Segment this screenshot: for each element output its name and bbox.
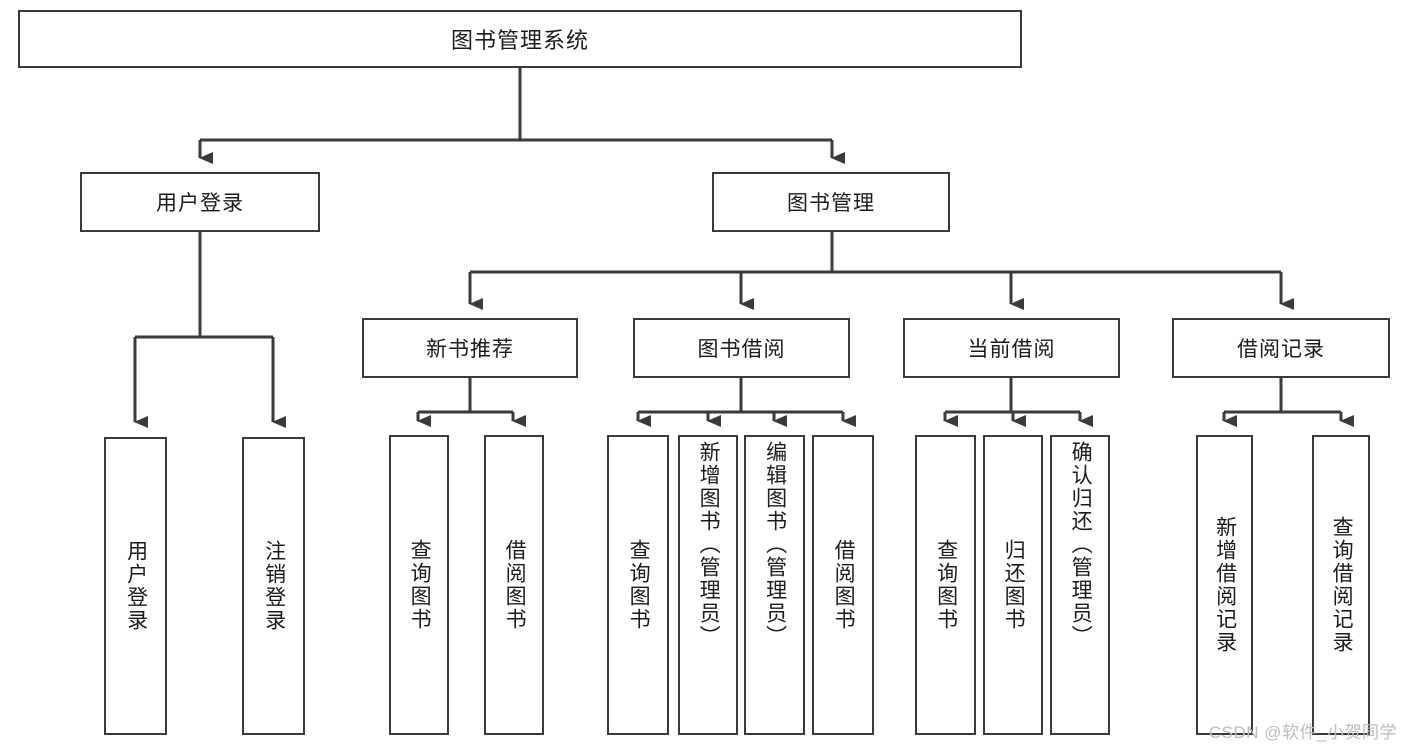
node-book-manage[interactable]: 图书管理 [712,172,950,232]
leaf-user-login[interactable]: 用户登录 [104,437,167,735]
leaf-cur-query-book[interactable]: 查询图书 [915,435,976,735]
leaf-confirm-return[interactable]: 确认归还（管理员） [1050,435,1110,735]
node-book-borrow-label: 图书借阅 [697,338,786,361]
node-book-borrow[interactable]: 图书借阅 [633,318,850,378]
leaf-borrow-query-book[interactable]: 查询图书 [607,435,669,735]
leaf-rec-borrow-book-label: 借阅图书 [503,539,527,631]
leaf-rec-query-book-label: 查询图书 [408,539,432,631]
leaf-add-record-label: 新增借阅记录 [1213,516,1237,654]
leaf-add-record[interactable]: 新增借阅记录 [1196,435,1253,735]
node-root-label: 图书管理系统 [450,28,589,53]
leaf-query-record-label: 查询借阅记录 [1330,516,1354,654]
node-borrow-record[interactable]: 借阅记录 [1172,318,1390,378]
leaf-borrow-query-book-label: 查询图书 [627,539,651,631]
leaf-logout-label: 注销登录 [262,540,286,632]
leaf-rec-query-book[interactable]: 查询图书 [389,435,449,735]
leaf-return-book[interactable]: 归还图书 [983,435,1043,735]
node-book-manage-label: 图书管理 [787,192,875,215]
node-new-book-rec[interactable]: 新书推荐 [362,318,578,378]
leaf-user-login-label: 用户登录 [124,540,148,632]
leaf-rec-borrow-book[interactable]: 借阅图书 [484,435,544,735]
leaf-logout[interactable]: 注销登录 [242,437,305,735]
node-user-login-label: 用户登录 [156,192,244,215]
leaf-confirm-return-label: 确认归还（管理员） [1069,441,1093,648]
leaf-cur-query-book-label: 查询图书 [934,539,958,631]
node-borrow-record-label: 借阅记录 [1237,338,1325,361]
leaf-add-book[interactable]: 新增图书（管理员） [678,435,738,735]
leaf-borrow-book[interactable]: 借阅图书 [812,435,874,735]
leaf-edit-book[interactable]: 编辑图书（管理员） [744,435,805,735]
node-new-book-rec-label: 新书推荐 [426,338,514,361]
node-root[interactable]: 图书管理系统 [18,10,1022,68]
leaf-borrow-book-label: 借阅图书 [832,539,856,631]
leaf-return-book-label: 归还图书 [1002,539,1026,631]
node-current-borrow[interactable]: 当前借阅 [903,318,1120,378]
leaf-add-book-label: 新增图书（管理员） [697,441,721,648]
csdn-watermark: CSDN @软件_小贺同学 [1208,723,1397,742]
leaf-edit-book-label: 编辑图书（管理员） [763,441,787,648]
leaf-query-record[interactable]: 查询借阅记录 [1312,435,1370,735]
node-current-borrow-label: 当前借阅 [967,338,1056,361]
node-user-login[interactable]: 用户登录 [80,172,320,232]
